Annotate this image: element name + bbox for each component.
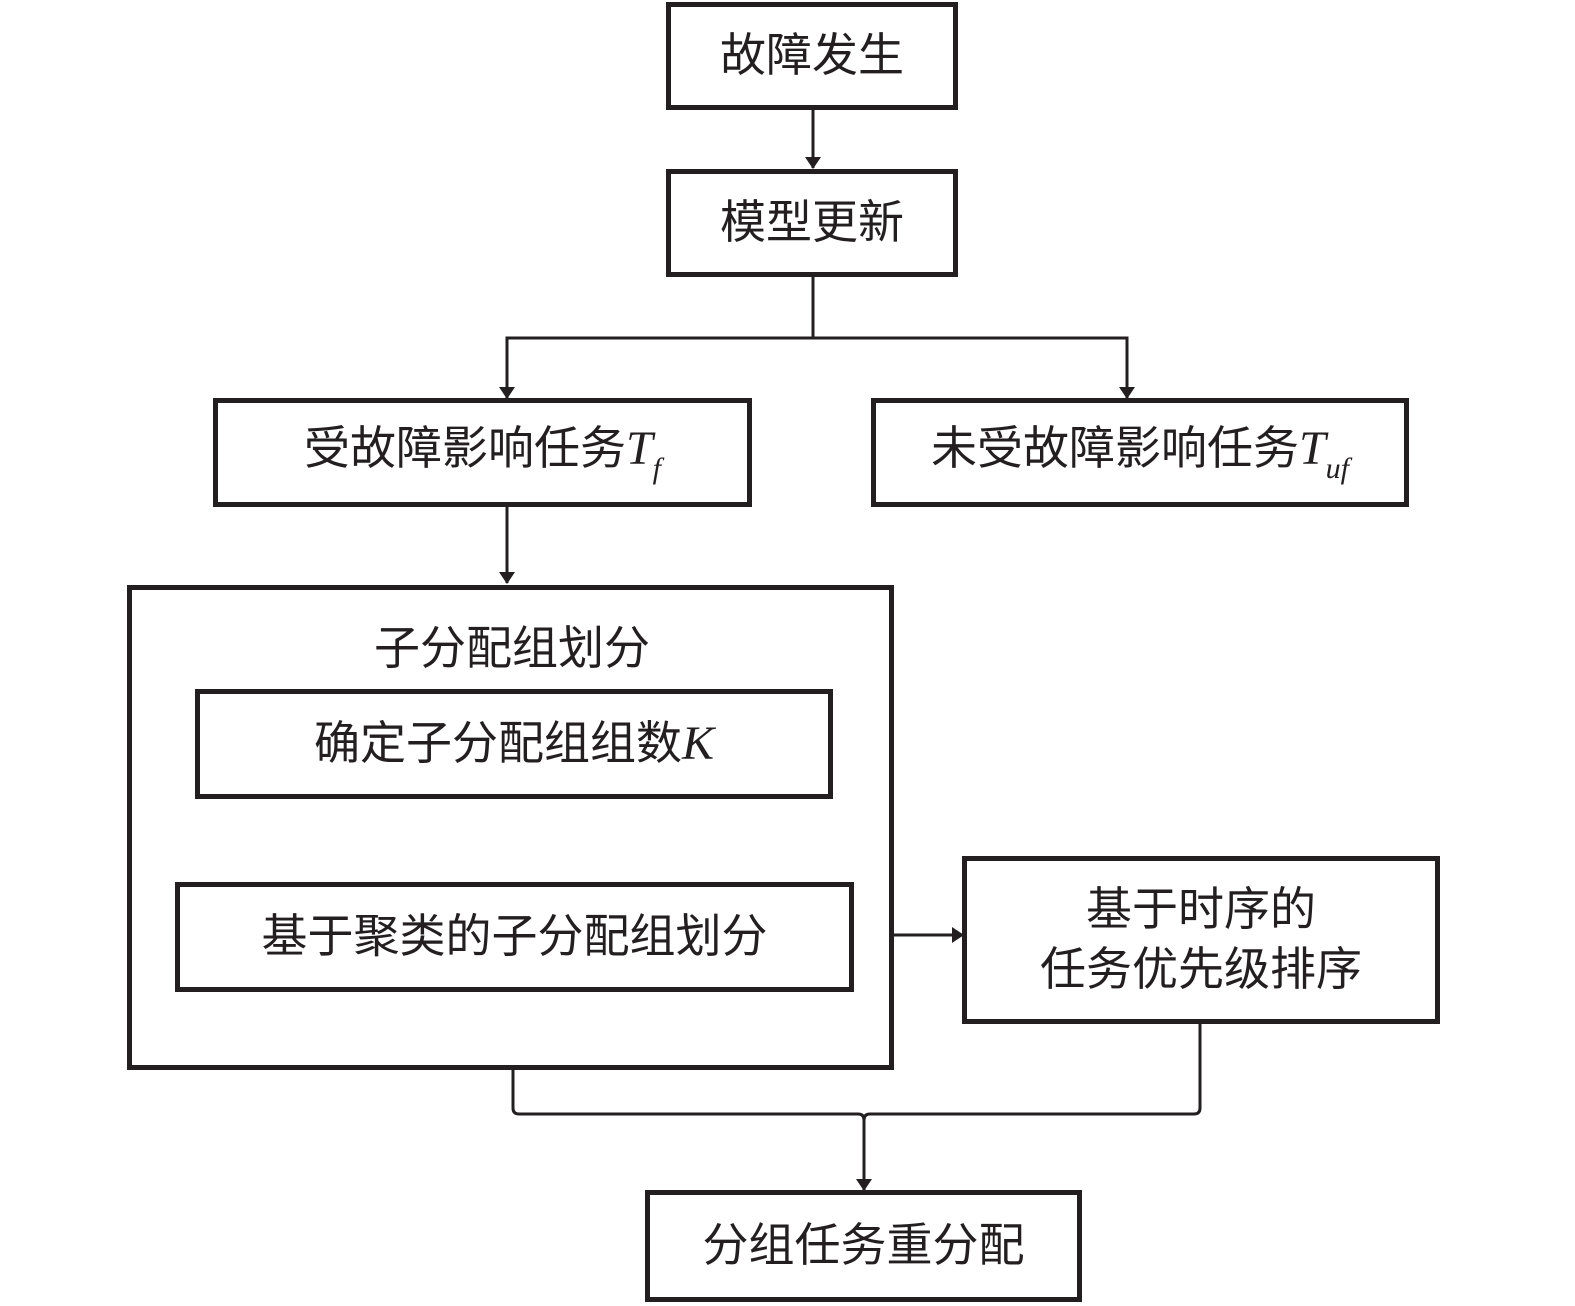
- split-line: [499, 276, 815, 399]
- node-label: 分组任务重分配: [702, 1218, 1025, 1273]
- variable-t: T: [1298, 421, 1326, 475]
- node-fault-occur: 故障发生: [666, 2, 958, 110]
- node-group-reassign: 分组任务重分配: [645, 1190, 1082, 1302]
- node-unaffected-tasks: 未受故障影响任务Tuf: [871, 398, 1409, 507]
- node-cluster-partition: 基于聚类的子分配组划分: [175, 882, 854, 992]
- node-label: 确定子分配组组数K: [313, 715, 714, 770]
- node-label: 未受故障影响任务Tuf: [930, 420, 1350, 485]
- node-label: 基于聚类的子分配组划分: [261, 909, 768, 964]
- node-label-line2: 任务优先级排序: [1040, 942, 1362, 996]
- node-model-update: 模型更新: [666, 169, 958, 277]
- group-title: 子分配组划分: [374, 621, 650, 675]
- merge-line-left: [511, 1068, 866, 1121]
- node-label: 受故障影响任务Tf: [303, 420, 662, 485]
- node-label-line1: 基于时序的: [1086, 882, 1316, 937]
- node-label: 模型更新: [720, 195, 904, 250]
- split-line-right: [813, 336, 1135, 399]
- merge-line-right: [862, 1022, 1202, 1121]
- variable-k: K: [681, 716, 714, 770]
- node-label: 故障发生: [720, 28, 904, 83]
- node-affected-tasks: 受故障影响任务Tf: [213, 398, 752, 507]
- subscript-f: f: [652, 451, 662, 485]
- node-determine-k: 确定子分配组组数K: [195, 689, 833, 799]
- subscript-uf: uf: [1325, 451, 1350, 485]
- node-priority-sort: 基于时序的 任务优先级排序: [962, 856, 1440, 1024]
- variable-t: T: [625, 421, 653, 475]
